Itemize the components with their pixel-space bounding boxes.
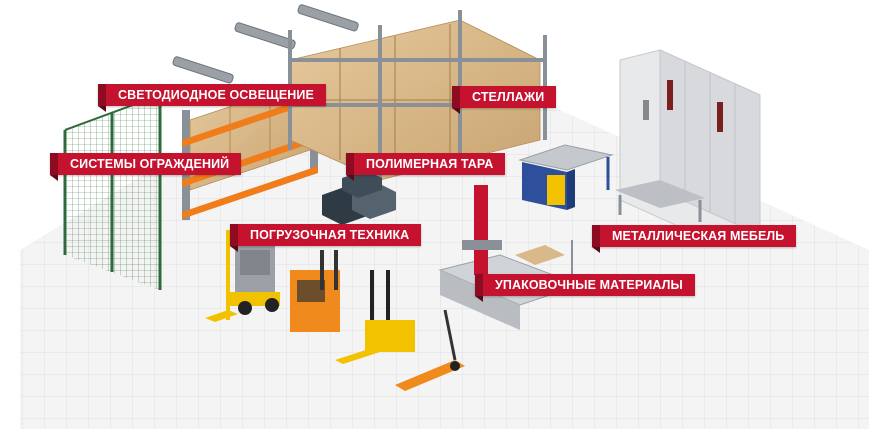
label-racks-text: СТЕЛЛАЖИ bbox=[472, 90, 545, 104]
label-polymer-containers-text: ПОЛИМЕРНАЯ ТАРА bbox=[366, 157, 494, 171]
label-metal-furniture-text: МЕТАЛЛИЧЕСКАЯ МЕБЕЛЬ bbox=[612, 229, 785, 243]
led-lights bbox=[172, 4, 359, 84]
polymer-containers bbox=[322, 170, 396, 225]
label-handling-equipment[interactable]: ПОГРУЗОЧНАЯ ТЕХНИКА bbox=[230, 224, 422, 252]
forklift bbox=[205, 230, 280, 322]
label-packaging[interactable]: УПАКОВОЧНЫЕ МАТЕРИАЛЫ bbox=[475, 274, 695, 302]
label-handling-equipment-text: ПОГРУЗОЧНАЯ ТЕХНИКА bbox=[250, 228, 410, 242]
label-racks[interactable]: СТЕЛЛАЖИ bbox=[452, 86, 557, 114]
metal-lockers bbox=[619, 49, 761, 246]
label-packaging-text: УПАКОВОЧНЫЕ МАТЕРИАЛЫ bbox=[495, 278, 683, 292]
bench bbox=[615, 180, 705, 222]
label-polymer-containers[interactable]: ПОЛИМЕРНАЯ ТАРА bbox=[346, 153, 506, 181]
stacker bbox=[335, 270, 415, 364]
pallet-jack bbox=[395, 309, 465, 391]
reach-truck bbox=[290, 250, 340, 332]
label-led-lighting-text: СВЕТОДИОДНОЕ ОСВЕЩЕНИЕ bbox=[118, 88, 314, 102]
label-fencing-text: СИСТЕМЫ ОГРАЖДЕНИЙ bbox=[70, 157, 230, 171]
workbench bbox=[518, 144, 614, 210]
label-fencing[interactable]: СИСТЕМЫ ОГРАЖДЕНИЙ bbox=[50, 153, 242, 181]
label-metal-furniture[interactable]: МЕТАЛЛИЧЕСКАЯ МЕБЕЛЬ bbox=[592, 225, 797, 253]
fence bbox=[63, 94, 162, 290]
label-led-lighting[interactable]: СВЕТОДИОДНОЕ ОСВЕЩЕНИЕ bbox=[98, 84, 326, 112]
